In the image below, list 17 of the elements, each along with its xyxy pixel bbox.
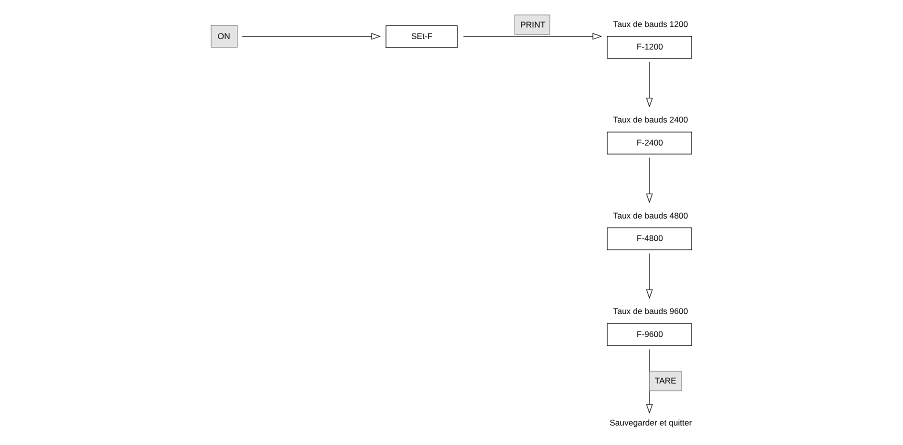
arrow bbox=[646, 158, 652, 204]
arrow bbox=[646, 253, 652, 299]
arrow bbox=[646, 62, 652, 108]
node-box: F-9600 bbox=[606, 323, 692, 346]
node-label: Taux de bauds 4800 bbox=[612, 210, 688, 220]
node-box: F-4800 bbox=[606, 228, 692, 250]
edge-label: PRINT bbox=[520, 19, 545, 30]
node-text: Sauvegarder et quitter bbox=[609, 418, 692, 428]
node-box: F-1200 bbox=[606, 36, 692, 59]
node-box: F-2400 bbox=[606, 132, 692, 154]
node-label: Taux de bauds 2400 bbox=[612, 114, 688, 125]
node-label: Taux de bauds 1200 bbox=[612, 18, 688, 29]
edge-label: TARE bbox=[654, 375, 676, 386]
arrow bbox=[241, 33, 380, 40]
node-box: SEt-F bbox=[385, 25, 458, 48]
arrow bbox=[462, 33, 602, 40]
node-label: Taux de bauds 9600 bbox=[612, 306, 688, 316]
